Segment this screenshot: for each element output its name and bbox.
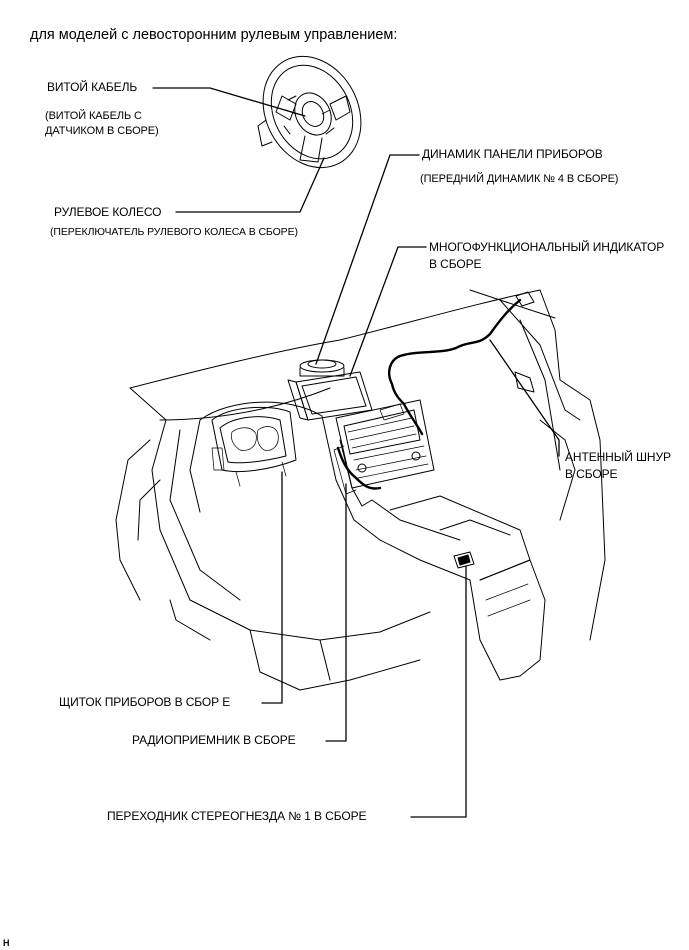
label-multi-display-line1: МНОГОФУНКЦИОНАЛЬНЫЙ ИНДИКАТОР: [429, 240, 665, 254]
label-steering-wheel: РУЛЕВОЕ КОЛЕСО: [54, 205, 162, 219]
label-spiral-cable-sub-2: ДАТЧИКОМ В СБОРЕ): [45, 125, 159, 137]
label-antenna-cord-line2: В СБОРЕ: [565, 467, 618, 481]
label-spiral-cable-sub-1: (ВИТОЙ КАБЕЛЬ С: [45, 110, 142, 122]
label-panel-speaker-sub: (ПЕРЕДНИЙ ДИНАМИК № 4 В СБОРЕ): [420, 173, 619, 185]
dashboard-drawing: [115, 289, 606, 691]
label-panel-speaker: ДИНАМИК ПАНЕЛИ ПРИБОРОВ: [422, 147, 603, 161]
label-multi-display-line2: В СБОРЕ: [429, 257, 482, 271]
label-radio-receiver: РАДИОПРИЕМНИК В СБОРЕ: [132, 733, 296, 747]
figure-code: H: [3, 938, 10, 948]
label-stereo-jack: ПЕРЕХОДНИК СТЕРЕОГНЕЗДА № 1 В СБОРЕ: [107, 809, 367, 823]
label-steering-wheel-sub: (ПЕРЕКЛЮЧАТЕЛЬ РУЛЕВОГО КОЛЕСА В СБОРЕ): [50, 226, 298, 238]
label-combination-meter: ЩИТОК ПРИБОРОВ В СБОР Е: [59, 695, 231, 709]
label-spiral-cable: ВИТОЙ КАБЕЛЬ: [47, 80, 138, 94]
label-antenna-cord-line1: АНТЕННЫЙ ШНУР: [565, 450, 671, 464]
steering-wheel-drawing: [257, 55, 362, 169]
page-heading: для моделей с левосторонним рулевым упра…: [30, 27, 398, 43]
